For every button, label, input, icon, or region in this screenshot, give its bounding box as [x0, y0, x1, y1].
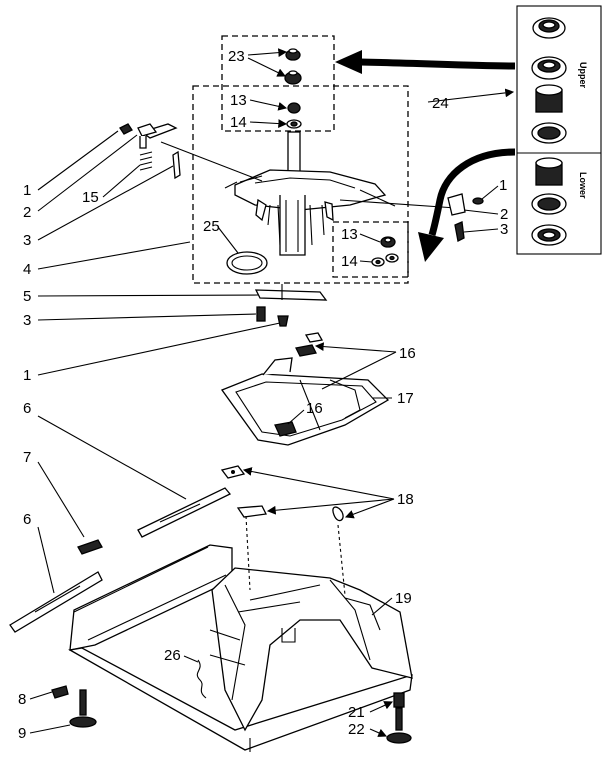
pin-7	[77, 539, 103, 555]
callout-13: 13	[341, 226, 358, 243]
bar-5	[254, 284, 328, 301]
callout-4: 4	[23, 261, 31, 278]
lower-seal-1	[531, 193, 567, 215]
callout-21: 21	[348, 704, 365, 721]
ring-25	[226, 251, 268, 275]
bolt-8	[51, 685, 69, 699]
callout-1: 1	[499, 177, 507, 194]
callout-6: 6	[23, 400, 31, 417]
spring-26	[196, 659, 207, 699]
bracket-right	[447, 193, 484, 242]
callout-22: 22	[348, 721, 365, 738]
callout-3: 3	[500, 221, 508, 238]
callout-3: 3	[23, 232, 31, 249]
bracket-left-upper	[119, 123, 181, 180]
callout-24: 24	[432, 95, 449, 112]
callout-17: 17	[397, 390, 414, 407]
upper-seal-3	[531, 122, 567, 144]
callout-labels: 1 2 15 3 4 5 3 1 6 7 6 8 9 23 13 14 25 1…	[18, 48, 508, 742]
callout-18: 18	[397, 491, 414, 508]
seal-13-upper	[287, 102, 301, 114]
clip-16-bottom	[274, 421, 297, 437]
upper-seal-1	[532, 17, 566, 39]
callout-6: 6	[23, 511, 31, 528]
seal-13-lower	[380, 236, 396, 248]
callout-1: 1	[23, 367, 31, 384]
seal-14-lower-a	[371, 257, 385, 267]
foot-9	[69, 689, 97, 728]
sub-base-17	[220, 357, 390, 446]
kit-label-lower: Lower	[578, 172, 588, 199]
callout-9: 9	[18, 725, 26, 742]
leader-lines	[29, 48, 515, 737]
mechanism-assembly	[160, 131, 457, 256]
rail-6-upper	[137, 487, 232, 538]
kit-arrow-lower	[418, 148, 516, 262]
dashed-box-lower-seals	[332, 221, 409, 278]
callout-16: 16	[306, 400, 323, 417]
nut-21	[393, 692, 405, 708]
callout-14: 14	[230, 114, 247, 131]
clip-16-top	[295, 332, 324, 357]
bracket-18-b	[236, 505, 267, 518]
foot-22	[386, 707, 412, 744]
seal-14-upper	[286, 119, 302, 129]
callout-1: 1	[23, 182, 31, 199]
callout-13: 13	[230, 92, 247, 109]
seal-14-lower-b	[385, 253, 399, 263]
rail-6-lower	[9, 571, 103, 633]
callout-25: 25	[203, 218, 220, 235]
bracket-18-c	[332, 506, 344, 522]
kit-arrow-upper	[335, 50, 516, 74]
lower-seal-2	[531, 224, 567, 246]
callout-23: 23	[228, 48, 245, 65]
dashed-box-upper-seals	[221, 35, 335, 132]
upper-bearing	[535, 84, 563, 113]
kit-label-upper: Upper	[578, 62, 588, 89]
callout-7: 7	[23, 449, 31, 466]
callout-14: 14	[341, 253, 358, 270]
bolt-1	[277, 315, 289, 327]
callout-26: 26	[164, 647, 181, 664]
cabinet-frame-19	[68, 544, 413, 752]
callout-2: 2	[23, 204, 31, 221]
callout-2: 2	[500, 206, 508, 223]
callout-3: 3	[23, 312, 31, 329]
seal-23-bottom	[284, 70, 302, 85]
callout-19: 19	[395, 590, 412, 607]
callout-5: 5	[23, 288, 31, 305]
seal-kit-box: Upper Lower	[516, 5, 602, 255]
callout-8: 8	[18, 691, 26, 708]
lower-bearing	[535, 157, 563, 186]
callout-15: 15	[82, 189, 99, 206]
spring-3	[256, 306, 266, 322]
seal-23-top	[285, 48, 301, 61]
dashed-box-mechanism	[192, 85, 409, 284]
upper-seal-2	[531, 56, 567, 80]
callout-16: 16	[399, 345, 416, 362]
bracket-18-a	[220, 465, 246, 479]
